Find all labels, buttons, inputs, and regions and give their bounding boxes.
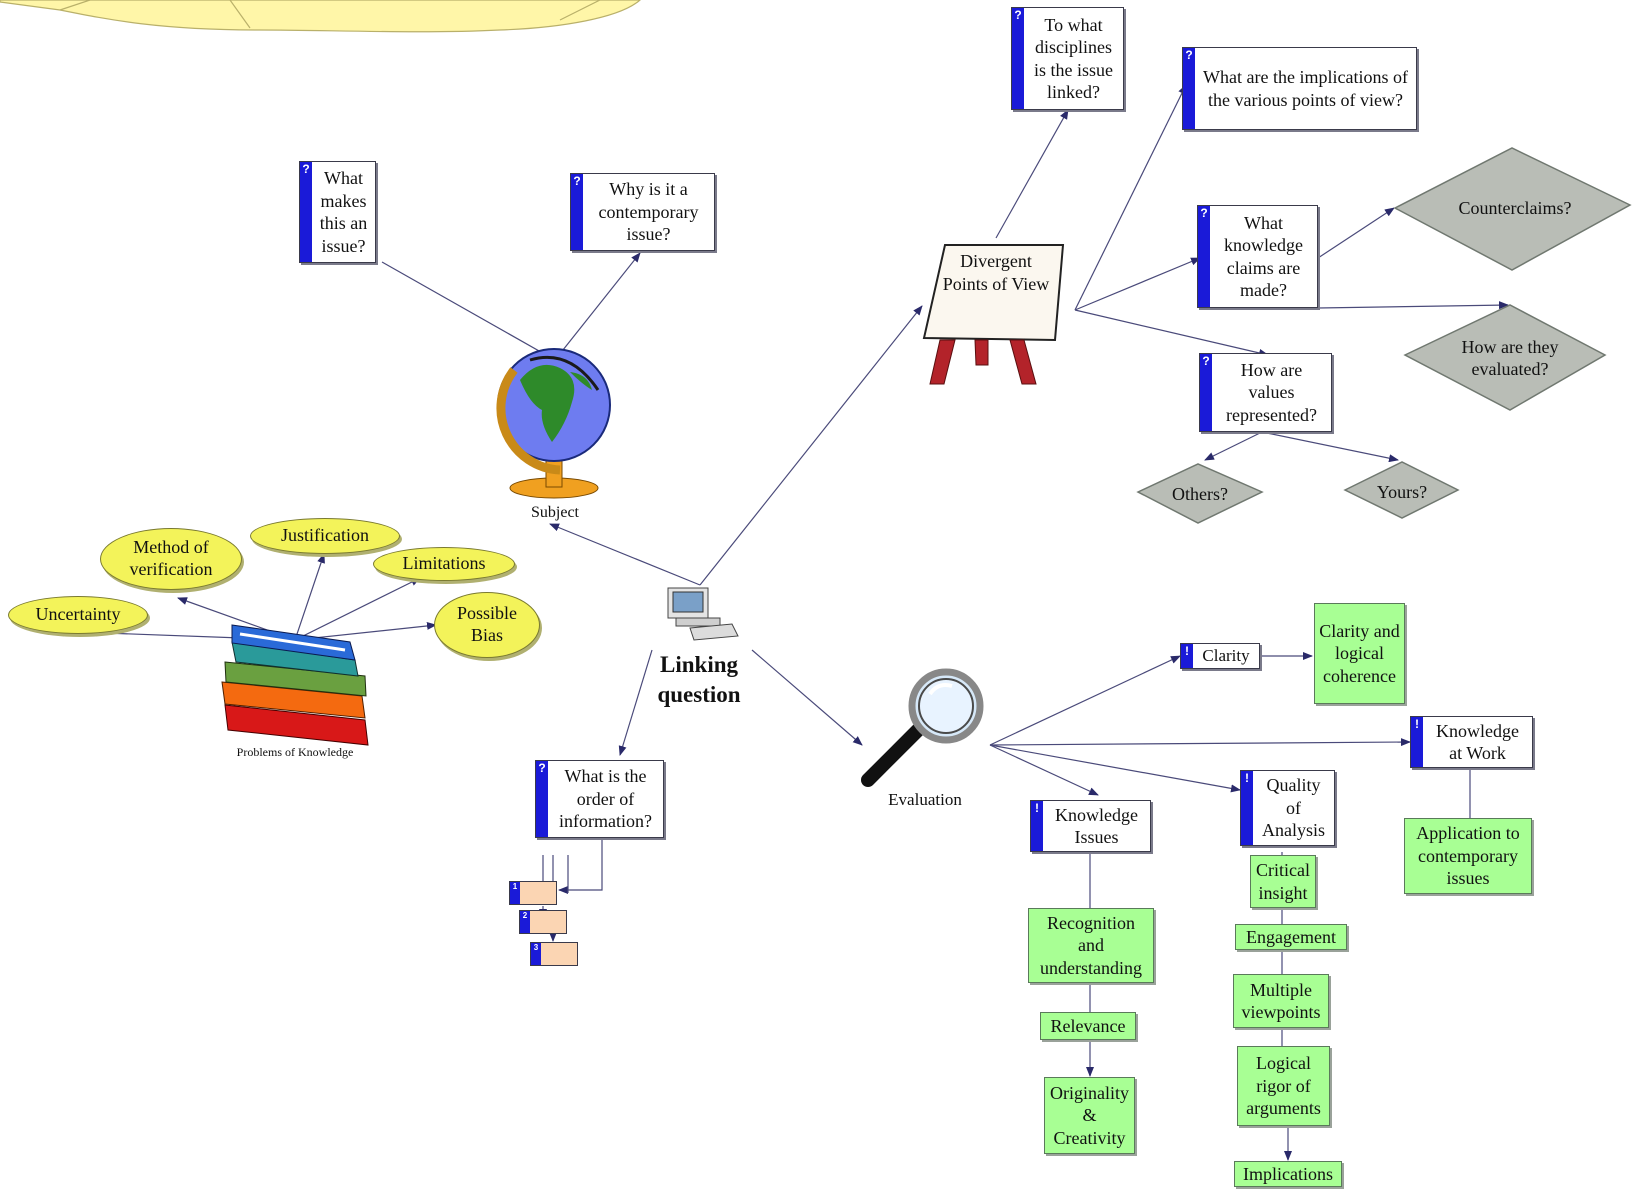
oval-limitations[interactable]: Limitations: [373, 547, 515, 581]
globe-icon: [496, 348, 611, 499]
clarity-coherence-box[interactable]: Clarity and logical coherence: [1314, 603, 1405, 704]
implications-text: Implications: [1243, 1163, 1333, 1184]
clarity-box[interactable]: ! Clarity: [1180, 643, 1260, 669]
divergent-question-disciplines[interactable]: ? To what disciplines is the issue linke…: [1011, 7, 1124, 110]
order-list-item-3: 3: [530, 942, 578, 966]
diamond-counterclaims-label: Counterclaims?: [1458, 198, 1572, 218]
clarity-coherence-text: Clarity and logical coherence: [1319, 620, 1400, 686]
exclamation-icon: !: [1241, 771, 1253, 845]
oval-uncertainty[interactable]: Uncertainty: [8, 596, 148, 634]
evaluation-label: Evaluation: [888, 790, 962, 809]
diamond-yours: [1343, 461, 1460, 519]
oval-uncertainty-text: Uncertainty: [35, 604, 121, 625]
question-mark-icon: ?: [1012, 8, 1024, 109]
originality-text: Originality & Creativity: [1050, 1082, 1129, 1148]
list-number-2: 2: [520, 911, 530, 933]
question-mark-icon: ?: [1198, 206, 1210, 307]
computer-icon: [667, 587, 739, 641]
diamond-yours-label: Yours?: [1376, 482, 1428, 502]
question-mark-icon: ?: [536, 761, 548, 837]
recognition-text: Recognition and understanding: [1040, 912, 1142, 978]
subject-label: Subject: [531, 504, 579, 521]
originality-box[interactable]: Originality & Creativity: [1044, 1077, 1135, 1154]
application-text: Application to contemporary issues: [1416, 823, 1520, 889]
application-box[interactable]: Application to contemporary issues: [1404, 818, 1532, 894]
critical-insight-box[interactable]: Critical insight: [1250, 855, 1316, 908]
order-list-item-1: 1: [509, 881, 557, 905]
recognition-box[interactable]: Recognition and understanding: [1028, 908, 1154, 983]
knowledge-issues-box[interactable]: ! Knowledge Issues: [1030, 800, 1151, 852]
relevance-text: Relevance: [1050, 1015, 1126, 1036]
diamond-others: [1136, 463, 1264, 524]
oval-possible-bias-text: Possible Bias: [456, 603, 517, 645]
subject-question-2[interactable]: ? Why is it a contemporary issue?: [570, 173, 715, 251]
diamond-others-label: Others?: [1172, 484, 1228, 504]
multiple-viewpoints-box[interactable]: Multiple viewpoints: [1233, 974, 1329, 1028]
oval-method-of-verification[interactable]: Method of verification: [100, 528, 242, 590]
exclamation-icon: !: [1411, 717, 1423, 767]
oval-justification[interactable]: Justification: [250, 518, 400, 554]
exclamation-icon: !: [1181, 644, 1193, 668]
divergent-question-implications[interactable]: ? What are the implications of the vario…: [1182, 47, 1417, 130]
problems-label: Problems of Knowledge: [236, 745, 354, 759]
diamond-counterclaims: [1393, 147, 1632, 271]
divergent-question-values[interactable]: ? How are values represented?: [1199, 353, 1332, 432]
oval-justification-text: Justification: [281, 525, 369, 546]
oval-method-text: Method of verification: [129, 537, 213, 579]
divergent-question-3-text: What knowledge claims are made?: [1224, 212, 1303, 301]
quality-text: Quality of Analysis: [1262, 775, 1325, 841]
engagement-box[interactable]: Engagement: [1235, 924, 1347, 950]
divergent-question-2-text: What are the implications of the various…: [1203, 67, 1408, 110]
logical-rigor-text: Logical rigor of arguments: [1246, 1053, 1321, 1119]
clarity-text: Clarity: [1202, 646, 1250, 666]
subject-question-2-text: Why is it a contemporary issue?: [598, 179, 699, 245]
question-mark-icon: ?: [1200, 354, 1212, 431]
implications-box[interactable]: Implications: [1234, 1161, 1342, 1187]
diamond-how-evaluated: [1403, 304, 1607, 411]
list-number-3: 3: [531, 943, 541, 965]
question-mark-icon: ?: [1183, 48, 1195, 129]
books-icon: [221, 624, 369, 746]
diamond-how-evaluated-label: How are they evaluated?: [1461, 337, 1559, 379]
divergent-question-claims[interactable]: ? What knowledge claims are made?: [1197, 205, 1318, 308]
subject-question-1-text: What makes this an issue?: [319, 168, 368, 256]
question-mark-icon: ?: [300, 162, 312, 262]
logical-rigor-box[interactable]: Logical rigor of arguments: [1237, 1046, 1330, 1126]
exclamation-icon: !: [1031, 801, 1043, 851]
central-label-line2: question: [657, 681, 741, 707]
engagement-text: Engagement: [1246, 926, 1336, 947]
oval-possible-bias[interactable]: Possible Bias: [434, 592, 540, 658]
multiple-viewpoints-text: Multiple viewpoints: [1241, 979, 1321, 1023]
divergent-question-1-text: To what disciplines is the issue linked?: [1034, 14, 1113, 103]
list-number-1: 1: [510, 882, 520, 904]
easel-icon: [922, 244, 1065, 385]
order-question-text: What is the order of information?: [559, 766, 652, 832]
central-label-line1: Linking: [660, 652, 738, 677]
knowledge-at-work-text: Knowledge at Work: [1436, 720, 1519, 764]
question-mark-icon: ?: [571, 174, 583, 250]
critical-insight-text: Critical insight: [1256, 860, 1310, 903]
divergent-question-4-text: How are values represented?: [1226, 359, 1317, 425]
order-list-item-2: 2: [519, 910, 567, 934]
quality-of-analysis-box[interactable]: ! Quality of Analysis: [1240, 770, 1335, 846]
knowledge-issues-text: Knowledge Issues: [1055, 804, 1138, 848]
oval-limitations-text: Limitations: [402, 553, 486, 574]
subject-question-1[interactable]: ? What makes this an issue?: [299, 161, 376, 263]
divergent-label: Divergent Points of View: [942, 251, 1050, 294]
central-question: Linking question: [632, 650, 766, 710]
order-question[interactable]: ? What is the order of information?: [535, 760, 664, 838]
magnifier-icon: [861, 668, 984, 787]
knowledge-at-work-box[interactable]: ! Knowledge at Work: [1410, 716, 1533, 768]
relevance-box[interactable]: Relevance: [1040, 1012, 1136, 1040]
